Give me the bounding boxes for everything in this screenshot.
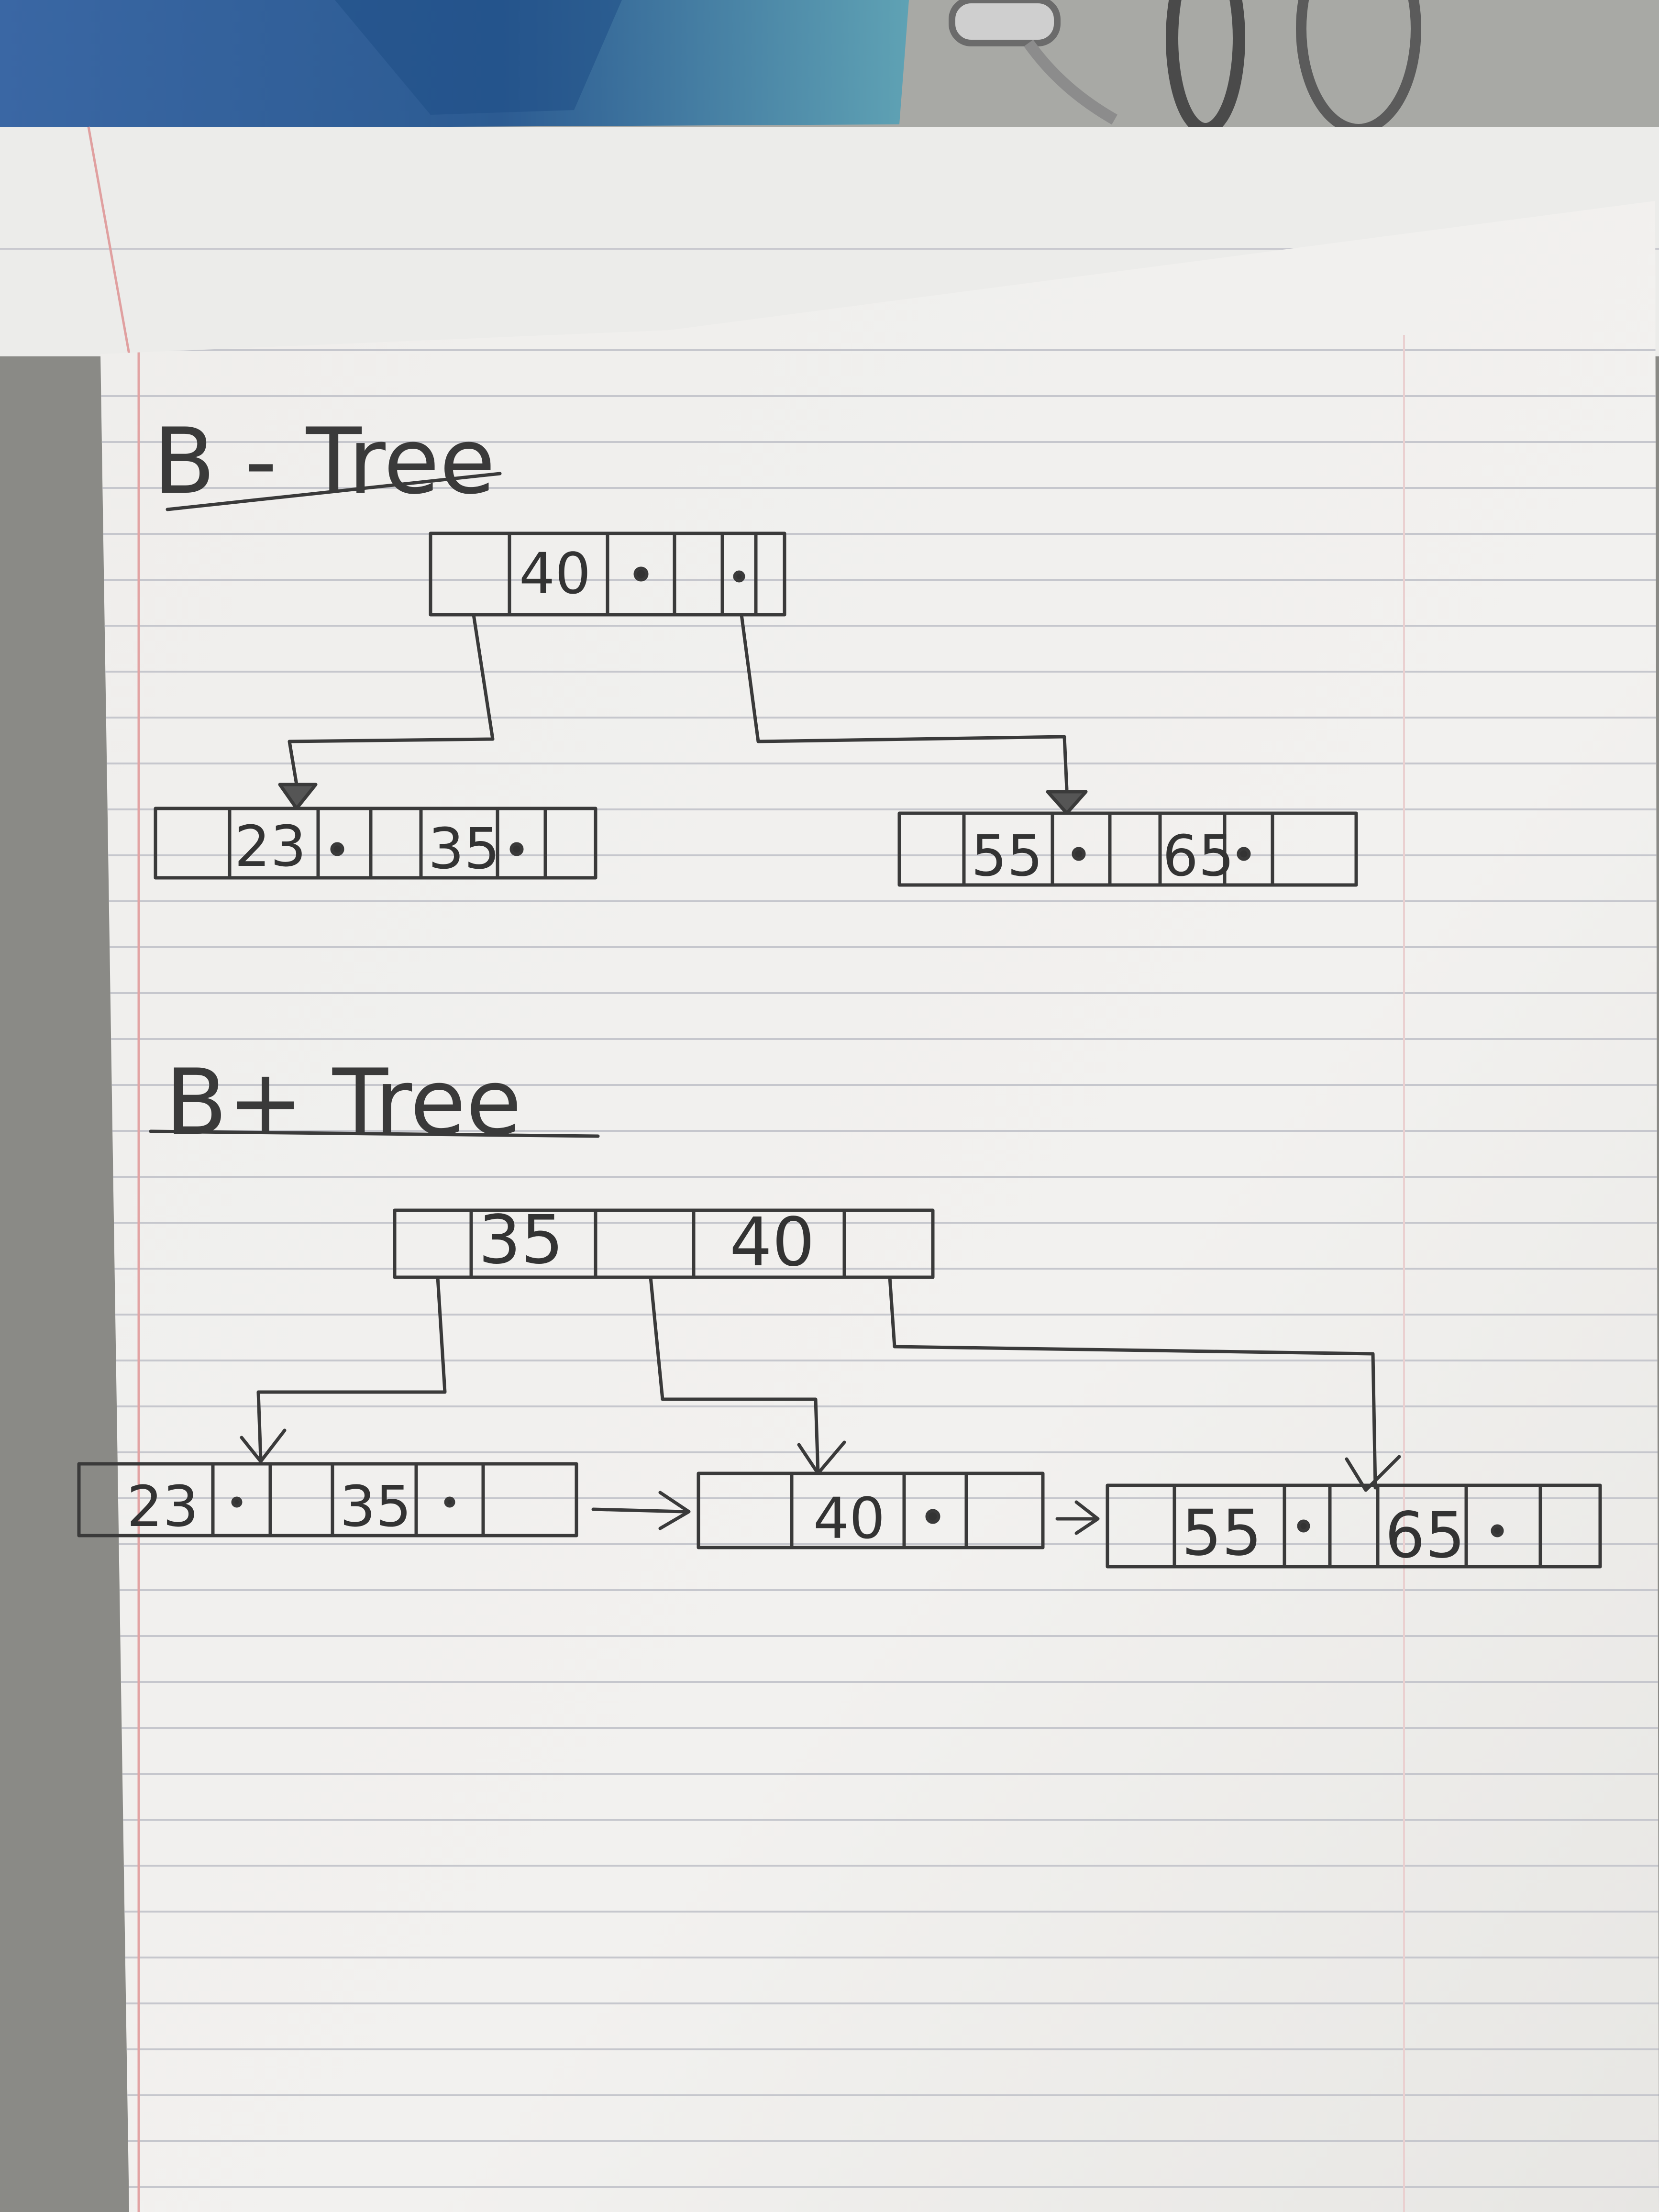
bplustree-leaf-3-key-1: 55: [1182, 1496, 1262, 1570]
bplustree-leaf-3: [1106, 1483, 1602, 1569]
ruled-lines: [100, 335, 1659, 2212]
btree-leaf-left-key-2: 35: [428, 816, 500, 882]
btree-root-node: [429, 531, 786, 617]
btree-title: B - Tree: [153, 409, 496, 514]
bplustree-diagram: B+ Tree 35 40 23 35: [77, 1050, 1602, 1572]
bplustree-leaf-3-key-2: 65: [1385, 1499, 1465, 1572]
btree-leaf-right: [897, 811, 1358, 887]
bplustree-leaf-2: [697, 1471, 1045, 1549]
btree-leaf-right-key-2: 65: [1162, 823, 1234, 889]
bplustree-leaf-1: [77, 1462, 578, 1537]
bplustree-root-key-2: 40: [730, 1204, 815, 1282]
bplustree-root-key-1: 35: [478, 1201, 564, 1279]
bplustree-root-node: [393, 1208, 935, 1279]
leaf-link-arrow-1: [591, 1491, 691, 1530]
bplustree-leaf-1-key-1: 23: [127, 1473, 199, 1539]
bplustree-leaf-1-key-2: 35: [340, 1473, 411, 1539]
leaf-link-arrow-2: [1055, 1500, 1100, 1535]
btree-leaf-left-key-1: 23: [234, 813, 306, 879]
btree-leaf-left: [154, 807, 597, 880]
btree-root-key: 40: [519, 541, 591, 607]
bplustree-title: B+ Tree: [165, 1050, 522, 1155]
bplustree-leaf-2-key-1: 40: [813, 1485, 885, 1551]
btree-leaf-right-key-1: 55: [971, 823, 1043, 889]
btree-diagram: B - Tree 40: [153, 409, 1358, 889]
